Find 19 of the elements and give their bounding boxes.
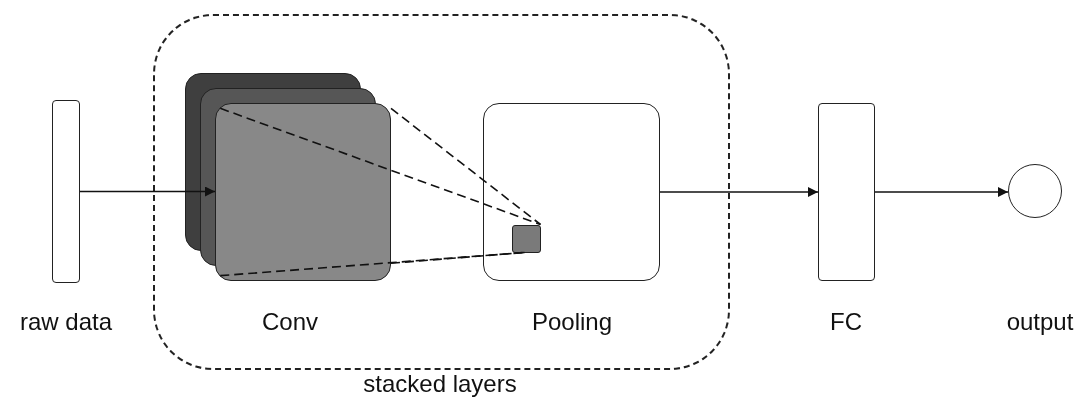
pooling-box [483,103,660,281]
node-caption: FC [830,308,862,336]
node-caption: Conv [262,308,318,336]
node-caption: Pooling [531,308,613,336]
projection-line [390,251,526,264]
pooled-cell [511,224,541,253]
node-caption: stacked layers [363,370,517,398]
node-caption: raw data [19,308,113,336]
arrow [874,187,1009,197]
fully-connected-bar [818,103,875,281]
output-circle [1008,164,1062,218]
feature-map-stack [185,73,391,281]
arrow [659,187,819,197]
projection-line [390,107,542,226]
projection-line [219,107,542,226]
dashed-group-box [153,14,730,370]
node-caption: output [1006,308,1074,336]
input-bar [52,100,80,283]
arrow [79,186,216,197]
